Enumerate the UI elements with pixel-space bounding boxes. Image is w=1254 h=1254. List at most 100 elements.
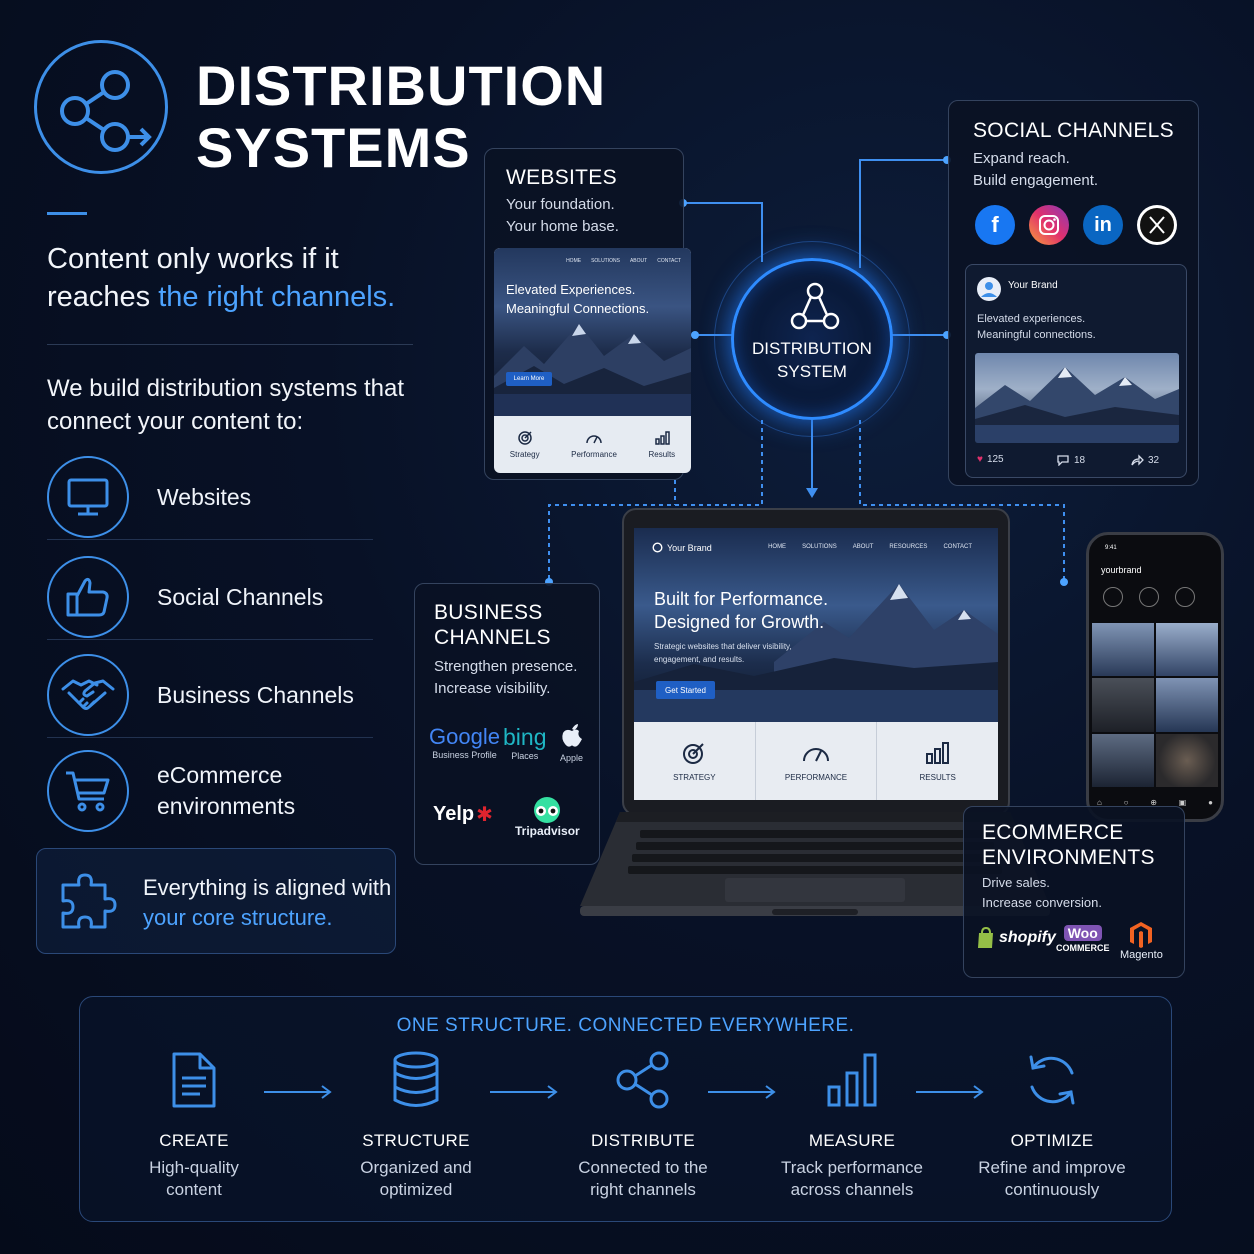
arrow-right-icon (916, 1085, 984, 1099)
nav-about[interactable]: ABOUT (852, 544, 874, 550)
nav-home[interactable]: HOME (768, 544, 787, 550)
target-icon (517, 431, 532, 445)
photo-tile[interactable] (1092, 678, 1154, 732)
photo-tile[interactable] (1156, 733, 1218, 787)
feature-results: RESULTS (877, 722, 998, 800)
feature-performance: PERFORMANCE (756, 722, 878, 800)
gauge-icon (586, 435, 602, 444)
thumbs-up-icon (47, 556, 129, 638)
ecommerce-card: ECOMMERCE ENVIRONMENTS Drive sales. Incr… (963, 806, 1185, 978)
card-title: WEBSITES (506, 166, 617, 189)
nav-solutions[interactable]: SOLUTIONS (802, 544, 837, 550)
mock-feature-strategy: Strategy (510, 430, 540, 459)
phone-tab-bar: ⌂ ○ ⊕ ▣ ● (1097, 798, 1213, 807)
arrow-right-icon (708, 1085, 776, 1099)
card-subtitle: Strengthen presence. Increase visibility… (434, 658, 578, 697)
feature-strategy: STRATEGY (634, 722, 756, 800)
bar-chart-icon (925, 741, 949, 764)
network-icon (790, 282, 840, 330)
page-title: DISTRIBUTION SYSTEMS (196, 54, 607, 179)
bar-chart-icon (655, 431, 670, 445)
brand-logo-icon (652, 542, 663, 553)
card-subtitle: Your foundation. Your home base. (506, 196, 619, 235)
get-started-button[interactable]: Get Started (656, 681, 715, 699)
channel-label: Social Channels (157, 583, 324, 610)
phone-photo-grid (1092, 623, 1218, 787)
mock-feature-results: Results (649, 430, 675, 459)
share-icon (1131, 454, 1144, 466)
magento-logo: Magento (1120, 921, 1163, 961)
highlight-circle[interactable] (1139, 587, 1159, 607)
profile-icon[interactable]: ● (1208, 798, 1213, 807)
apple-logo: Apple (560, 722, 583, 763)
x-icon[interactable] (1137, 205, 1177, 245)
woocommerce-logo: Woo COMMERCE (1056, 925, 1110, 953)
nav-resources[interactable]: RESOURCES (889, 544, 928, 550)
linkedin-icon[interactable]: in (1083, 205, 1123, 245)
google-business-logo: Google Business Profile (429, 724, 500, 760)
bing-places-logo: bing Places (503, 724, 547, 761)
channel-row-social: Social Channels (47, 556, 373, 640)
photo-tile[interactable] (1156, 623, 1218, 677)
target-icon (683, 742, 705, 764)
gauge-icon (803, 747, 829, 761)
shopify-logo: shopify (976, 927, 1056, 949)
tagline-highlight: the right channels. (158, 281, 396, 313)
hub-ring (714, 241, 910, 437)
channel-row-websites: Websites (47, 456, 373, 540)
photo-tile[interactable] (1092, 623, 1154, 677)
mock-learn-more-button[interactable]: Learn More (506, 372, 552, 386)
home-icon[interactable]: ⌂ (1097, 798, 1102, 807)
shares-count[interactable]: 32 (1130, 454, 1159, 466)
card-subtitle: Expand reach. Build engagement. (973, 150, 1099, 189)
bar-chart-icon (827, 1053, 877, 1107)
yelp-burst-icon: ✱ (476, 804, 493, 826)
heart-icon: ♥ (977, 454, 983, 465)
refresh-icon (1029, 1055, 1075, 1105)
laptop-body: Strategic websites that deliver visibili… (654, 642, 792, 664)
puzzle-icon (61, 873, 117, 929)
laptop-headline: Built for Performance. Designed for Grow… (654, 589, 829, 632)
channel-label: eCommerce environments (157, 762, 296, 819)
database-icon (393, 1051, 439, 1107)
channel-row-ecommerce: eCommerce environments (47, 750, 373, 834)
search-icon[interactable]: ○ (1123, 798, 1129, 807)
card-title: SOCIAL CHANNELS (973, 119, 1174, 142)
highlight-circle[interactable] (1175, 587, 1195, 607)
laptop-brand: Your Brand (652, 542, 712, 553)
photo-tile[interactable] (1156, 678, 1218, 732)
highlight-circle[interactable] (1103, 587, 1123, 607)
distribution-hub: DISTRIBUTION SYSTEM (731, 258, 893, 420)
intro-text: We build distribution systems that conne… (47, 375, 405, 435)
handshake-icon (47, 654, 129, 736)
channel-row-business: Business Channels (47, 654, 373, 738)
magento-icon (1130, 922, 1153, 948)
likes-count[interactable]: ♥125 (977, 454, 1004, 465)
comments-count[interactable]: 18 (1056, 454, 1085, 466)
reels-icon[interactable]: ▣ (1178, 798, 1187, 807)
share-icon (616, 1051, 669, 1109)
share-arrow-icon (60, 70, 152, 152)
mock-feature-performance: Performance (571, 430, 617, 459)
photo-tile[interactable] (1092, 733, 1154, 787)
add-icon[interactable]: ⊕ (1150, 798, 1157, 807)
instagram-icon[interactable] (1029, 205, 1069, 245)
social-post-card: Your Brand Elevated experiences. Meaning… (965, 264, 1187, 478)
nav-contact[interactable]: CONTACT (943, 544, 972, 550)
mock-headline: Elevated Experiences. Meaningful Connect… (506, 282, 650, 316)
title-underline (47, 212, 87, 215)
aligned-text: Everything is aligned with your core str… (143, 875, 392, 930)
process-panel: ONE STRUCTURE. CONNECTED EVERYWHERE. CRE… (79, 996, 1172, 1222)
aligned-callout: Everything is aligned with your core str… (36, 848, 396, 954)
channel-label: Websites (157, 483, 252, 510)
laptop-features: STRATEGY PERFORMANCE RESULTS (634, 722, 998, 800)
tripadvisor-logo: Tripadvisor (515, 796, 580, 838)
business-channels-card: BUSINESS CHANNELS Strengthen presence. I… (414, 583, 600, 865)
facebook-icon[interactable]: f (975, 205, 1015, 245)
